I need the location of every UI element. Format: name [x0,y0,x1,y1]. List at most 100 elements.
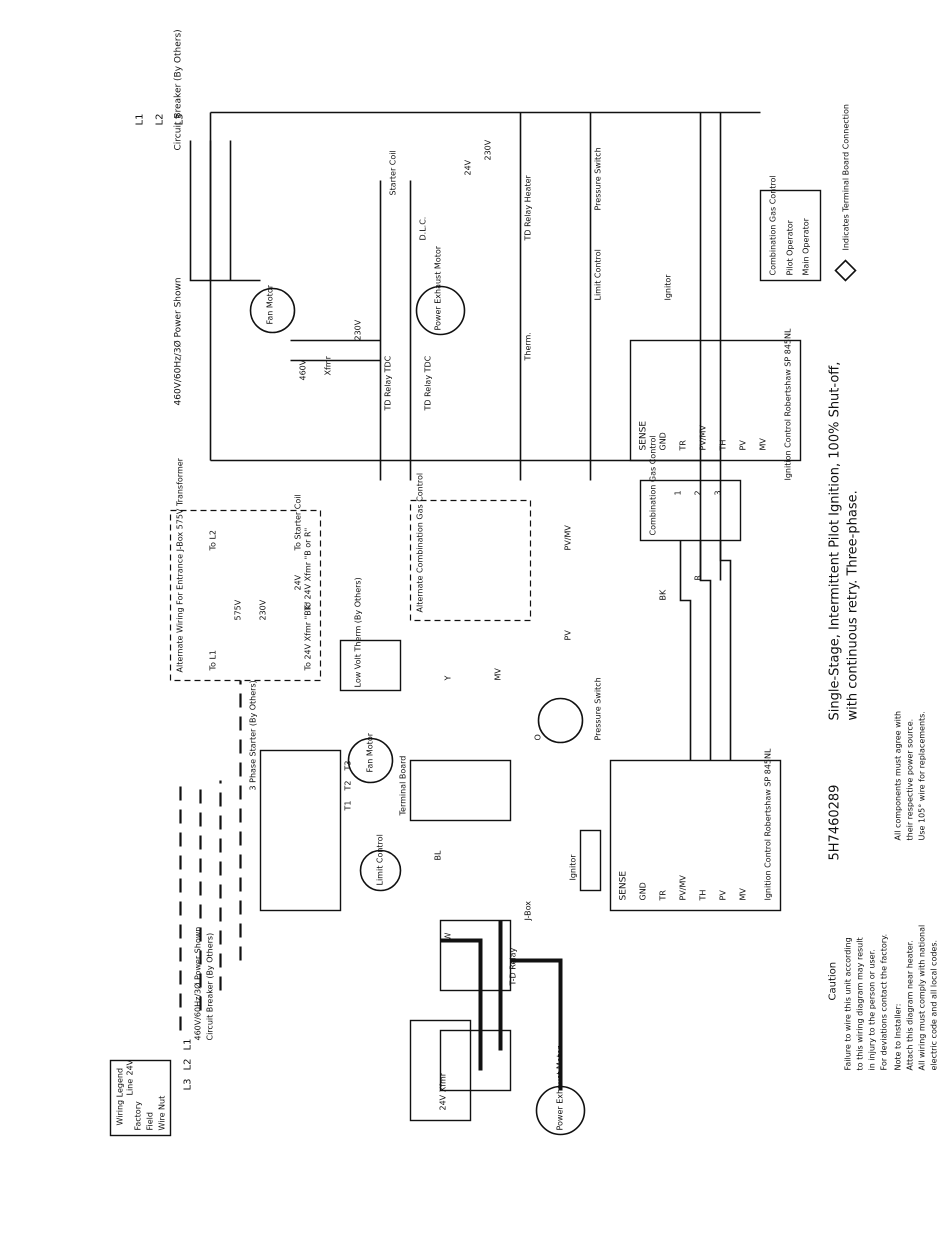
bottom-limit-control-label: Limit Control [376,834,385,885]
power-exhaust-motor-label: Power Exhaust Motor [434,245,443,330]
term-pv: PV [739,440,748,451]
alt-gas-control-title: Alternate Combination Gas Control [416,473,425,613]
legend-factory: Factory [134,1101,143,1130]
bottom-term-tr: TR [659,890,668,902]
legend-24v: 24V [126,1059,135,1075]
bottom-term-pv: PV [719,890,728,901]
alt-wiring-box [169,509,322,682]
fan-motor-symbol [249,287,296,334]
pressure-switch-label: Pressure Switch [594,147,603,210]
installer-line-4: electric code and all local codes. [930,940,939,1071]
terminal-board-diamond-icon [834,259,857,282]
footer: 5H7460289 Single-Stage, Intermittent Pil… [828,362,861,861]
installer-line-1: Note to Installer: [894,1004,903,1071]
line-l1: L1 [135,114,146,126]
alternate-wiring-575v: Alternate Wiring For Entrance J-Box 575V… [169,457,322,682]
legend-line: Line [126,1079,135,1096]
notes-block: Caution Failure to wire this unit accord… [828,711,939,1071]
top-ladder-diagram: 460V/60Hz/3Ø Power Shown Circuit Breaker… [135,29,857,581]
line-terminals: L1 L2 L3 [135,114,186,126]
ignition-control-label: Ignition Control Robertshaw SP 845NL [784,328,793,481]
line-l3: L3 [175,114,186,126]
caution-line-4: For deviations contact the factory. [880,934,889,1071]
alt-note-r: To 24V Xfmr "B or R" [304,528,313,612]
jbox-label: J-Box [524,901,533,922]
main-operator-label: Main Operator [802,217,811,275]
bottom-l3: L3 [183,1079,194,1091]
low-volt-therm-label: Low Volt Therm (By Others) [354,577,363,687]
motor-t2: T2 [344,781,353,792]
xfmr-460v: 460V [299,359,308,380]
wire-r: R [694,575,703,581]
xfmr-230v: 230V [354,319,363,340]
bottom-ignition-control-label: Ignition Control Robertshaw SP 845NL [764,748,773,901]
bottom-xfmr-box [439,1029,512,1092]
therm-label: Therm. [524,332,533,361]
alt-to-l2: To L2 [209,530,218,552]
alt-wiring-title: Alternate Wiring For Entrance J-Box 575V… [176,457,185,672]
alt-gas-pvmv: PV/MV [564,525,573,551]
caution-line-2: to this wiring diagram may result [856,937,865,1070]
xfmr-230v-b: 230V [484,139,493,160]
control-transformer: Xfmr 460V 230V [290,319,381,381]
motor-t1: T1 [344,801,353,812]
ignition-control-box [629,339,802,462]
installer-line-2: Attach this diagram near heater. [906,940,915,1070]
bottom-ignitor-symbol [579,829,602,892]
installer-line-3: All wiring must comply with national [918,925,927,1071]
term-tr: TR [679,440,688,452]
installer-line-7: Use 105° wire for replacements. [918,711,927,840]
pilot-operator-label: Pilot Operator [786,219,795,275]
alt-gas-mv: MV [494,668,503,681]
xfmr-24v-label: 24V Xfmr [439,1072,448,1110]
bottom-power-label: 460V/60Hz/3Ø Power Shown [193,927,203,1041]
ignition-sense: SENSE [639,421,649,451]
wire-bk: BK [659,589,668,600]
installer-line-6: their respective power source. [906,719,915,841]
term-mv: MV [759,438,768,451]
limit-control-symbol [359,849,402,892]
motor-t3: T3 [344,761,353,772]
part-number: 5H7460289 [828,785,843,861]
ignitor-label: Ignitor [664,274,673,301]
bottom-gas-control-box [639,479,742,542]
gas-term-3: 3 [714,490,723,495]
bottom-ignitor-label: Ignitor [569,854,578,881]
fan-motor-label: Fan Motor [266,284,275,324]
combination-gas-control-box [759,189,822,282]
term-gnd: GND [659,432,668,450]
alt-note-bk: To 24V Xfmr "BK" [304,601,313,671]
td-relay-heater-label: TD Relay Heater [524,174,533,241]
bottom-term-mv: MV [739,888,748,901]
term-th: TH [719,440,728,452]
td-relay-box [439,919,512,992]
three-phase-starter-box [259,749,342,912]
description-2: with continuous retry. Three-phase. [846,490,861,720]
wire-o: O [534,734,543,740]
bottom-ignition-control-box [609,759,782,912]
xfmr-label: Xfmr [324,355,333,375]
bottom-gas-control-label: Combination Gas Control [649,435,658,535]
bottom-fan-motor-symbol [347,737,394,784]
installer-line-5: All components must agree with [894,711,903,841]
bottom-term-gnd: GND [639,882,648,900]
bottom-l2: L2 [183,1059,194,1071]
bottom-term-th: TH [699,890,708,902]
alt-575v: 575V [234,599,243,620]
caution-title: Caution [828,962,839,1001]
gas-term-2: 2 [694,490,703,495]
legend-wire-nut: Wire Nut [158,1096,167,1131]
bottom-fan-motor-label: Fan Motor [366,732,375,772]
legend-field: Field [146,1112,155,1130]
description-1: Single-Stage, Intermittent Pilot Ignitio… [828,362,843,721]
bottom-pressure-switch-symbol [537,697,584,744]
gas-term-1: 1 [674,490,683,495]
legend-note: Indicates Terminal Board Connection [842,104,851,250]
wiring-legend-box [109,1059,172,1137]
starter-label: 3 Phase Starter (By Others) [249,680,258,790]
bottom-l1: L1 [183,1039,194,1051]
alt-to-starter: To Starter Coil [294,494,303,551]
